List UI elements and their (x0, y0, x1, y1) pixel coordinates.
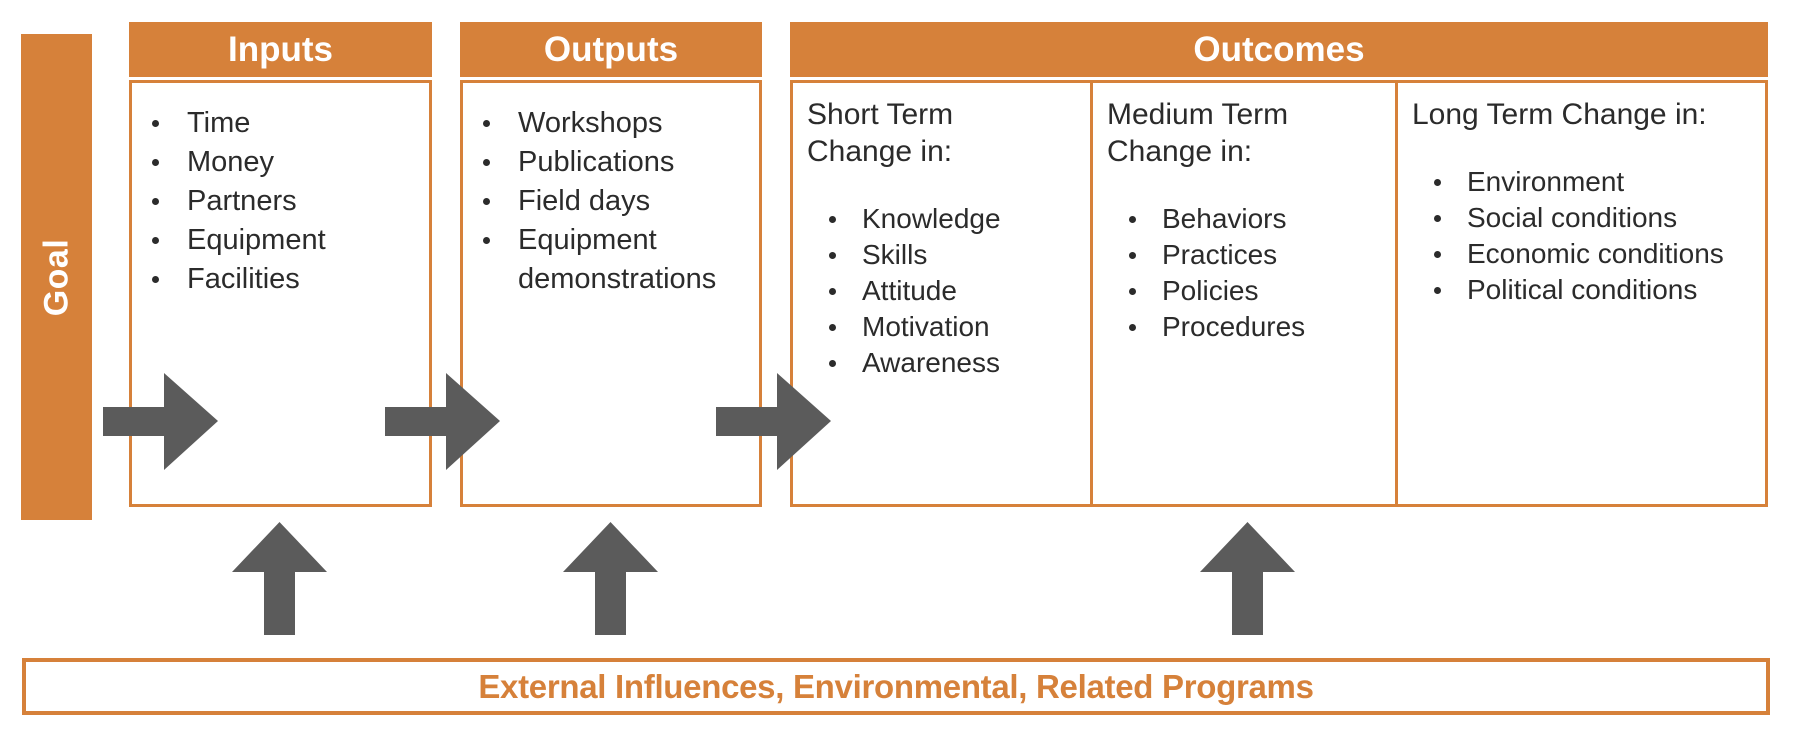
outputs-header: Outputs (460, 22, 762, 77)
list-item-label: Facilities (187, 263, 300, 295)
list-item: Awareness (829, 345, 1080, 381)
outputs-list: Workshops Publications Field days Equipm… (463, 83, 759, 299)
list-item-label: Economic conditions (1467, 238, 1724, 269)
medium-term-heading: Medium Term Change in: (1107, 98, 1289, 168)
list-item-label: Money (187, 146, 275, 178)
list-item: Knowledge (829, 201, 1080, 237)
bullet-icon (1129, 324, 1136, 331)
bullet-icon (829, 360, 836, 367)
bullet-icon (1129, 288, 1136, 295)
bullet-icon (152, 120, 159, 127)
bullet-icon (152, 237, 159, 244)
list-item: Attitude (829, 273, 1080, 309)
bullet-icon (1434, 251, 1441, 258)
external-influences-label: External Influences, Environmental, Rela… (478, 667, 1314, 705)
bullet-icon (483, 198, 490, 205)
list-item: Economic conditions (1434, 236, 1755, 272)
bullet-icon (829, 216, 836, 223)
list-item-label: Attitude (862, 275, 957, 306)
bullet-icon (483, 120, 490, 127)
list-item: Equipment demonstrations (483, 221, 753, 299)
bullet-icon (1434, 215, 1441, 222)
inputs-title: Inputs (228, 29, 333, 69)
bullet-icon (829, 288, 836, 295)
bullet-icon (1129, 252, 1136, 259)
short-term-heading: Short Term Change in: (807, 98, 954, 168)
list-item: Practices (1129, 237, 1385, 273)
list-item: Political conditions (1434, 272, 1755, 308)
outcomes-box: Short Term Change in: Knowledge Skills A… (790, 80, 1768, 507)
list-item-label: Publications (518, 146, 675, 178)
list-item: Motivation (829, 309, 1080, 345)
list-item: Money (152, 143, 423, 182)
right-arrow-icon (385, 373, 500, 470)
list-item-label: Policies (1162, 275, 1259, 306)
long-term-heading: Long Term Change in: (1412, 98, 1707, 131)
outputs-title: Outputs (543, 29, 679, 69)
external-influences-bar: External Influences, Environmental, Rela… (22, 658, 1770, 715)
long-term-list: Environment Social conditions Economic c… (1412, 164, 1755, 308)
list-item-label: Environment (1467, 166, 1625, 197)
outcomes-medium-term-column: Medium Term Change in: Behaviors Practic… (1093, 83, 1395, 504)
bullet-icon (1434, 287, 1441, 294)
list-item-label: Procedures (1162, 311, 1306, 342)
outcomes-long-term-column: Long Term Change in: Environment Social … (1398, 83, 1765, 504)
list-item: Publications (483, 143, 753, 182)
list-item-label: Field days (518, 185, 651, 217)
list-item-label: Workshops (518, 107, 663, 139)
list-item: Social conditions (1434, 200, 1755, 236)
right-arrow-icon (103, 373, 218, 470)
short-term-list: Knowledge Skills Attitude Motivation Awa… (807, 201, 1080, 381)
list-item-label: Political conditions (1467, 274, 1698, 305)
list-item-label: Partners (187, 185, 297, 217)
bullet-icon (152, 198, 159, 205)
inputs-header: Inputs (129, 22, 432, 77)
medium-term-list: Behaviors Practices Policies Procedures (1107, 201, 1385, 345)
list-item: Equipment (152, 221, 423, 260)
list-item-label: Skills (862, 239, 928, 270)
outputs-box: Workshops Publications Field days Equipm… (460, 80, 762, 507)
inputs-list: Time Money Partners Equipment Facilities (132, 83, 429, 299)
goal-bar: Goal (21, 34, 92, 520)
list-item-label: Practices (1162, 239, 1278, 270)
list-item-label: Equipment (187, 224, 326, 256)
bullet-icon (1434, 179, 1441, 186)
outcomes-title: Outcomes (1193, 29, 1365, 69)
bullet-icon (152, 276, 159, 283)
list-item-label: Behaviors (1162, 203, 1287, 234)
list-item-label: Awareness (862, 347, 1001, 378)
right-arrow-icon (716, 373, 831, 470)
list-item: Policies (1129, 273, 1385, 309)
list-item: Environment (1434, 164, 1755, 200)
list-item: Workshops (483, 104, 753, 143)
bullet-icon (483, 237, 490, 244)
up-arrow-icon (232, 522, 327, 635)
bullet-icon (483, 159, 490, 166)
column-divider (1090, 83, 1093, 504)
list-item-label: Time (187, 107, 251, 139)
list-item-label: Knowledge (862, 203, 1001, 234)
column-divider (1395, 83, 1398, 504)
list-item: Facilities (152, 260, 423, 299)
list-item: Partners (152, 182, 423, 221)
bullet-icon (829, 252, 836, 259)
bullet-icon (1129, 216, 1136, 223)
list-item: Time (152, 104, 423, 143)
list-item-label: Motivation (862, 311, 990, 342)
bullet-icon (152, 159, 159, 166)
up-arrow-icon (563, 522, 658, 635)
up-arrow-icon (1200, 522, 1295, 635)
outcomes-header: Outcomes (790, 22, 1768, 77)
list-item: Procedures (1129, 309, 1385, 345)
list-item: Behaviors (1129, 201, 1385, 237)
bullet-icon (829, 324, 836, 331)
list-item-label: Equipment demonstrations (518, 224, 717, 295)
list-item: Field days (483, 182, 753, 221)
list-item: Skills (829, 237, 1080, 273)
outcomes-short-term-column: Short Term Change in: Knowledge Skills A… (793, 83, 1090, 504)
goal-label: Goal (37, 238, 76, 316)
list-item-label: Social conditions (1467, 202, 1678, 233)
